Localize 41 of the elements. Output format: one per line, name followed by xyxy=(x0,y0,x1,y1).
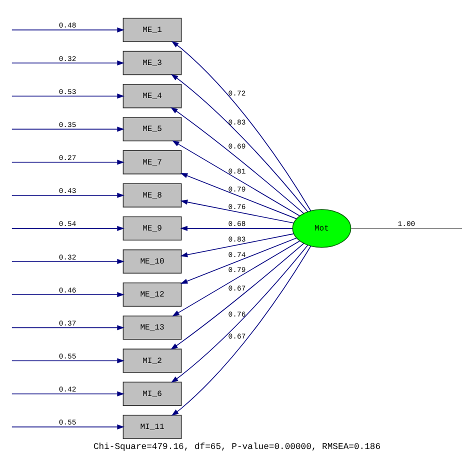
arrow xyxy=(12,159,124,164)
node-box: ME_9 xyxy=(122,216,182,240)
arrow xyxy=(12,225,124,230)
arrow xyxy=(12,292,124,297)
node-box: ME_5 xyxy=(122,116,182,141)
arrow xyxy=(12,390,124,396)
node-box: ME_7 xyxy=(122,150,182,174)
arrow xyxy=(12,192,124,198)
arrow xyxy=(170,242,304,350)
arrow xyxy=(180,225,293,230)
node-box: ME_10 xyxy=(122,248,182,274)
arrow xyxy=(180,237,297,284)
arrow xyxy=(12,424,124,429)
arrow xyxy=(170,74,308,212)
arrow xyxy=(180,232,294,257)
node-box: ME_3 xyxy=(122,50,182,75)
arrow xyxy=(170,106,304,214)
arrow xyxy=(12,93,124,98)
caption: Chi-Square=479.16, df=65, P-value=0.00000, RMSEA=0.186 xyxy=(93,441,381,452)
arrow xyxy=(12,358,124,363)
node-box: MI_6 xyxy=(122,381,182,406)
arrow xyxy=(180,199,294,223)
arrow xyxy=(12,324,124,330)
arrow xyxy=(12,126,124,132)
node-box: ME_13 xyxy=(122,315,182,340)
node-box: ME_8 xyxy=(122,182,182,207)
arrow xyxy=(172,140,300,216)
arrow xyxy=(170,244,308,382)
node-box: ME_1 xyxy=(122,17,182,42)
arrow xyxy=(12,60,124,66)
node-ellipse: Mot xyxy=(292,208,352,248)
arrow xyxy=(171,245,312,416)
arrow xyxy=(12,258,124,264)
node-box: ME_12 xyxy=(122,282,182,306)
node-box: MI_11 xyxy=(122,414,182,439)
node-box: ME_4 xyxy=(122,84,182,108)
arrow xyxy=(12,26,124,32)
arrow xyxy=(171,40,312,211)
arrow xyxy=(180,172,297,219)
node-box: MI_2 xyxy=(122,348,182,372)
arrow xyxy=(172,240,300,316)
